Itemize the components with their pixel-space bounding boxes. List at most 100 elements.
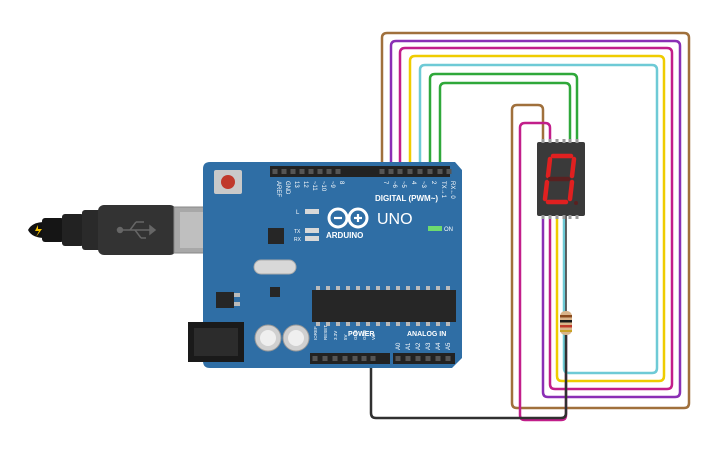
display-pin[interactable] xyxy=(575,139,579,143)
power-pin-label: 3.3V xyxy=(333,331,338,340)
digital-pin-label: ~5 xyxy=(400,181,406,189)
digital-pin-hole[interactable] xyxy=(417,169,423,174)
power-pin-hole[interactable] xyxy=(370,356,376,361)
digital-pin-hole[interactable] xyxy=(335,169,341,174)
analog-pin-hole[interactable] xyxy=(425,356,431,361)
led-L xyxy=(305,209,319,214)
digital-pin-hole[interactable] xyxy=(397,169,403,174)
led-ON xyxy=(428,226,442,231)
small-chip xyxy=(270,287,280,297)
display-pin[interactable] xyxy=(575,215,579,219)
led-TX xyxy=(305,228,319,233)
display-pin[interactable] xyxy=(562,215,566,219)
analog-pin-label: A5 xyxy=(446,342,452,350)
segment-c xyxy=(567,179,575,202)
led-TX-label: TX xyxy=(294,229,301,235)
resistor[interactable] xyxy=(560,311,572,335)
atmega-chip xyxy=(312,290,456,322)
segment-b xyxy=(569,156,577,179)
digital-pin-label: ~3 xyxy=(420,181,426,189)
digital-pin-hole[interactable] xyxy=(317,169,323,174)
wire-yellow[interactable] xyxy=(408,54,666,383)
digital-pin-hole[interactable] xyxy=(281,169,287,174)
digital-pin-label: 7 xyxy=(382,181,388,185)
digital-header[interactable] xyxy=(270,166,450,177)
power-pin-label: IOREF xyxy=(313,326,318,340)
power-pin-label: 5V xyxy=(343,334,348,340)
digital-pin-hole[interactable] xyxy=(326,169,332,174)
digital-pin-label: ~6 xyxy=(391,181,397,189)
wire-green-inner[interactable] xyxy=(438,81,572,165)
voltage-regulator xyxy=(216,292,234,308)
display-pin[interactable] xyxy=(568,139,572,143)
power-header[interactable] xyxy=(310,353,390,364)
digital-pin-hole[interactable] xyxy=(290,169,296,174)
digital-pin-label: ~10 xyxy=(320,181,326,192)
digital-label: DIGITAL (PWM~) xyxy=(375,194,438,203)
analog-pin-hole[interactable] xyxy=(395,356,401,361)
power-pin-label: GND xyxy=(362,329,367,340)
analog-pin-hole[interactable] xyxy=(405,356,411,361)
digital-pin-label: AREF xyxy=(275,181,281,197)
display-pin[interactable] xyxy=(541,139,545,143)
digital-pin-hole[interactable] xyxy=(446,169,452,174)
analog-header[interactable] xyxy=(393,353,455,364)
digit-segments xyxy=(542,153,577,205)
power-jack[interactable] xyxy=(188,322,244,362)
digital-pin-hole[interactable] xyxy=(308,169,314,174)
wire-brown-outer[interactable] xyxy=(380,31,691,410)
wire-green-outer[interactable] xyxy=(428,72,579,165)
power-pin-label: RESET xyxy=(323,325,328,340)
wire-magenta[interactable] xyxy=(398,46,674,391)
led-RX-label: RX xyxy=(294,237,302,243)
digital-pin-hole[interactable] xyxy=(407,169,413,174)
seven-segment-display[interactable] xyxy=(537,139,585,219)
digital-pin-hole[interactable] xyxy=(272,169,278,174)
crystal-oscillator xyxy=(253,259,297,275)
wire-purple[interactable] xyxy=(389,39,682,399)
digital-pin-label: RX←0 xyxy=(449,181,455,199)
power-pin-hole[interactable] xyxy=(312,356,318,361)
analog-pin-hole[interactable] xyxy=(435,356,441,361)
power-pin-hole[interactable] xyxy=(352,356,358,361)
digital-pin-label: GND xyxy=(284,181,290,195)
analog-pin-hole[interactable] xyxy=(415,356,421,361)
display-pin[interactable] xyxy=(541,215,545,219)
power-pin-hole[interactable] xyxy=(322,356,328,361)
digital-pin-label: ~9 xyxy=(329,181,335,189)
reset-button[interactable] xyxy=(214,170,242,194)
digital-pin-label: 2 xyxy=(430,181,436,185)
led-L-label: L xyxy=(296,210,300,216)
digital-pin-hole[interactable] xyxy=(437,169,443,174)
arduino-infinity-logo-icon xyxy=(327,207,369,229)
segment-e xyxy=(542,179,550,202)
led-RX xyxy=(305,236,319,241)
analog-pin-label: A1 xyxy=(406,342,412,350)
digital-pin-hole[interactable] xyxy=(299,169,305,174)
digital-pin-hole[interactable] xyxy=(379,169,385,174)
display-pin[interactable] xyxy=(562,139,566,143)
digital-pin-label: 4 xyxy=(410,181,416,185)
digital-pin-label: 8 xyxy=(338,181,344,185)
chip-socket-pins xyxy=(316,286,450,326)
digital-pin-hole[interactable] xyxy=(427,169,433,174)
power-pin-hole[interactable] xyxy=(361,356,367,361)
analog-pin-hole[interactable] xyxy=(445,356,451,361)
wire-black-ground[interactable] xyxy=(369,335,568,420)
display-pin[interactable] xyxy=(548,215,552,219)
analog-pin-label: A0 xyxy=(396,342,402,350)
power-pin-hole[interactable] xyxy=(332,356,338,361)
display-pin[interactable] xyxy=(555,215,559,219)
power-pin-hole[interactable] xyxy=(342,356,348,361)
display-pin[interactable] xyxy=(568,215,572,219)
display-pin[interactable] xyxy=(548,139,552,143)
analog-pin-label: A2 xyxy=(416,342,422,350)
digital-pin-label: ~11 xyxy=(311,181,317,191)
digital-pin-hole[interactable] xyxy=(388,169,394,174)
arduino-uno-board[interactable]: DIGITAL (PWM~) UNO ARDUINO ON POWER ANAL… xyxy=(188,162,462,368)
digital-pin-label: 12 xyxy=(302,181,308,188)
display-pin[interactable] xyxy=(555,139,559,143)
wire-magenta-inner[interactable] xyxy=(518,121,568,422)
capacitor-2 xyxy=(282,324,310,352)
